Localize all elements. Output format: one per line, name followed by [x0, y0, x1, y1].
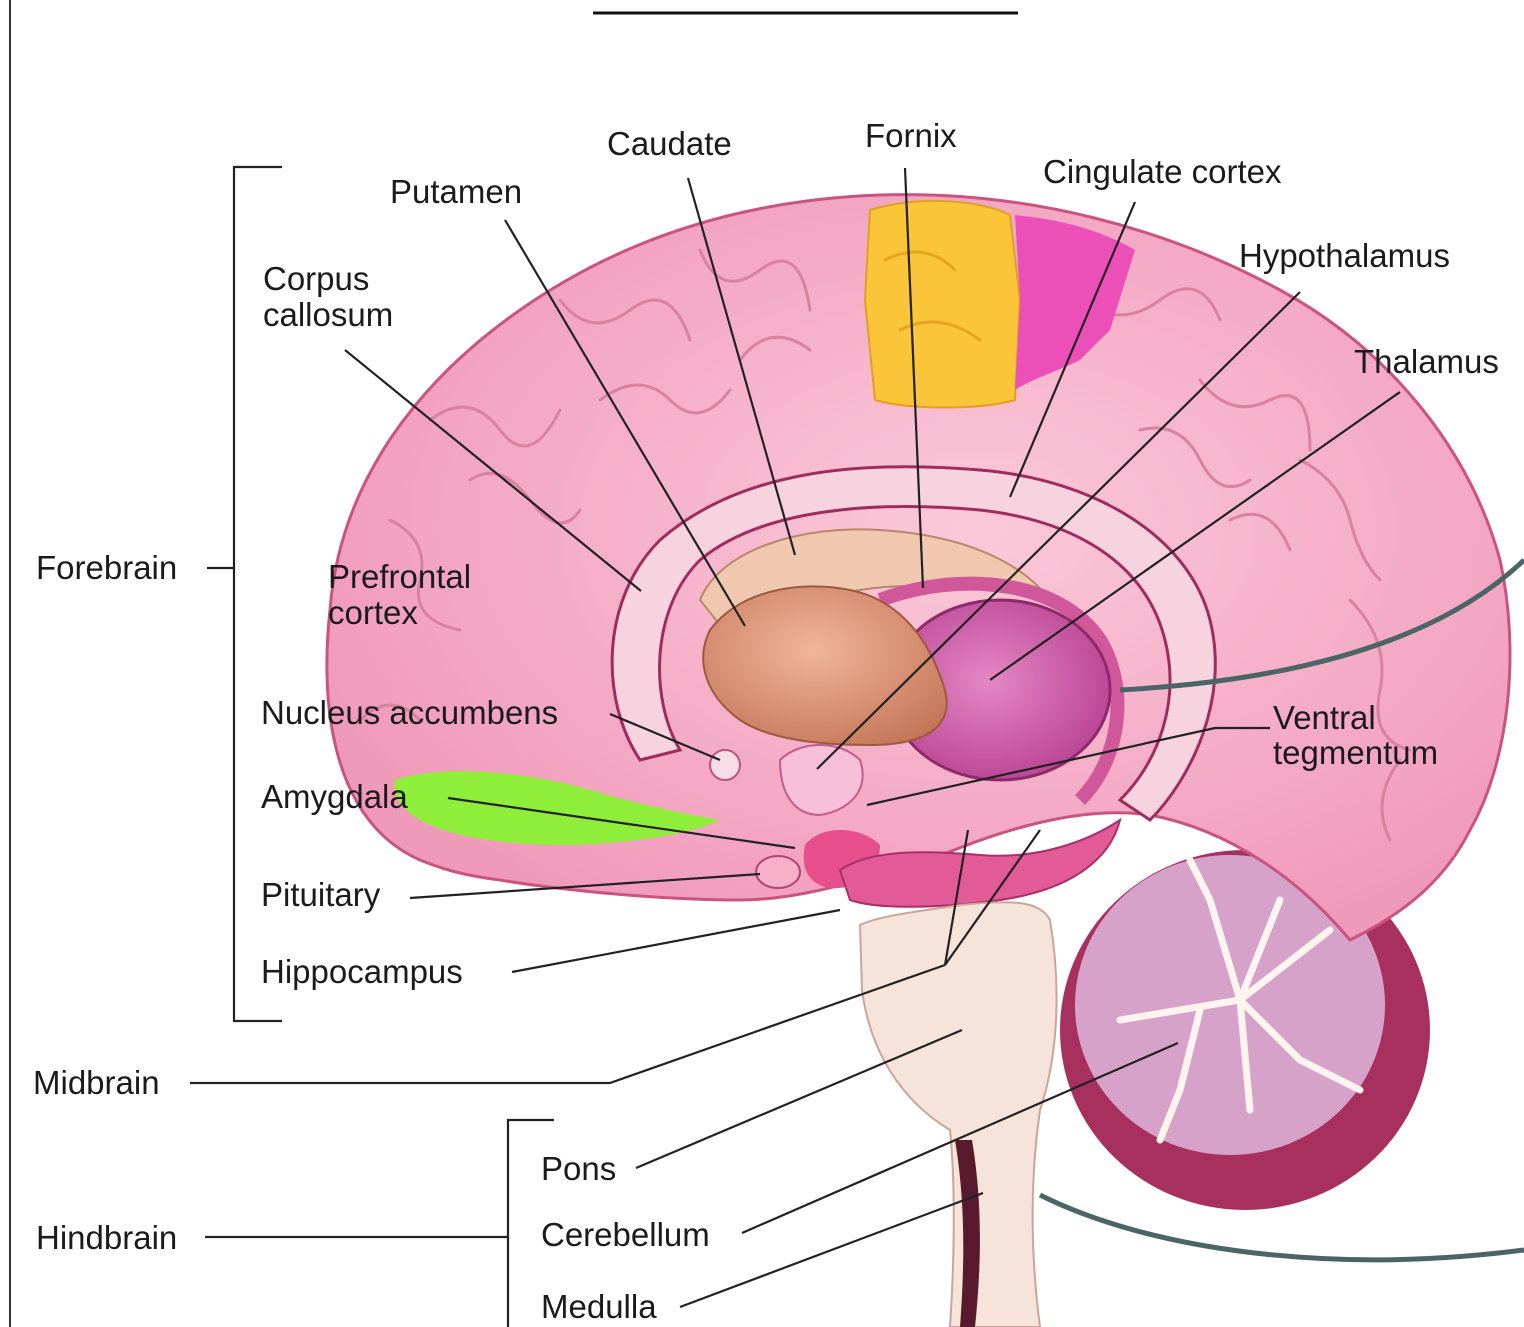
nucleus-accumbens-shape: [710, 750, 740, 780]
label-midbrain: Midbrain: [33, 1064, 160, 1101]
hindbrain-bracket: [205, 1120, 554, 1327]
label-hypothalamus: Hypothalamus: [1239, 237, 1450, 274]
label-forebrain: Forebrain: [36, 549, 177, 586]
label-putamen: Putamen: [390, 173, 522, 210]
label-fornix: Fornix: [865, 117, 957, 154]
label-pons: Pons: [541, 1150, 616, 1187]
label-amygdala: Amygdala: [261, 778, 408, 815]
label-caudate: Caudate: [607, 125, 732, 162]
label-hippocampus: Hippocampus: [261, 953, 463, 990]
label-cingulate-cortex: Cingulate cortex: [1043, 153, 1282, 190]
label-prefrontal-2: cortex: [328, 594, 418, 631]
label-pituitary: Pituitary: [261, 876, 381, 913]
leader-hippocampus: [512, 910, 840, 972]
label-ventral-1: Ventral: [1273, 699, 1376, 736]
label-medulla: Medulla: [541, 1288, 657, 1325]
label-cerebellum: Cerebellum: [541, 1216, 710, 1253]
label-thalamus: Thalamus: [1354, 343, 1499, 380]
leader-medulla: [680, 1193, 983, 1307]
label-ventral-2: tegmentum: [1273, 734, 1438, 771]
label-corpus-callosum-2: callosum: [263, 296, 393, 333]
label-prefrontal-1: Prefrontal: [328, 558, 471, 595]
label-nucleus-accumbens: Nucleus accumbens: [261, 694, 558, 731]
motor-area-highlight: [865, 201, 1020, 408]
pituitary-shape: [756, 856, 800, 888]
label-corpus-callosum-1: Corpus: [263, 260, 369, 297]
brainstem-shape: [860, 902, 1057, 1327]
label-hindbrain: Hindbrain: [36, 1219, 177, 1256]
